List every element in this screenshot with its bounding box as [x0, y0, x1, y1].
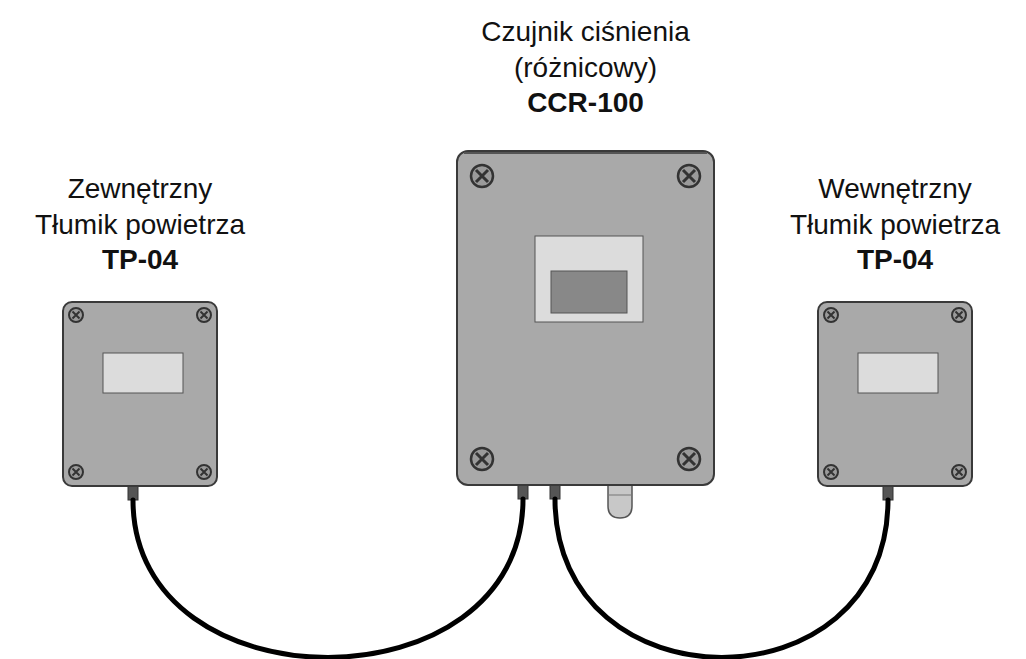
device-node: Zewnętrzny Tłumik powietrzaTP-04 [20, 171, 260, 500]
device-node: Czujnik ciśnienia (różnicowy)CCR-100 [456, 14, 715, 499]
sensor-housing [457, 151, 714, 518]
device-node: Wewnętrzny Tłumik powietrzaTP-04 [775, 171, 1015, 500]
model-number: TP-04 [25, 243, 255, 277]
model-number: TP-04 [780, 243, 1010, 277]
device-heading-group: Czujnik ciśnienia (różnicowy)CCR-100 [456, 14, 715, 120]
device-name: Czujnik ciśnienia (różnicowy) [466, 14, 706, 86]
air-hose [555, 499, 888, 657]
muffler-housing [63, 302, 217, 500]
device-heading-group: Zewnętrzny Tłumik powietrzaTP-04 [20, 171, 260, 277]
device-name: Wewnętrzny Tłumik powietrza [780, 171, 1010, 243]
model-number: CCR-100 [466, 86, 706, 120]
muffler-housing [818, 302, 972, 500]
device-heading-group: Wewnętrzny Tłumik powietrzaTP-04 [775, 171, 1015, 277]
air-hose [133, 499, 523, 657]
device-name: Zewnętrzny Tłumik powietrza [25, 171, 255, 243]
